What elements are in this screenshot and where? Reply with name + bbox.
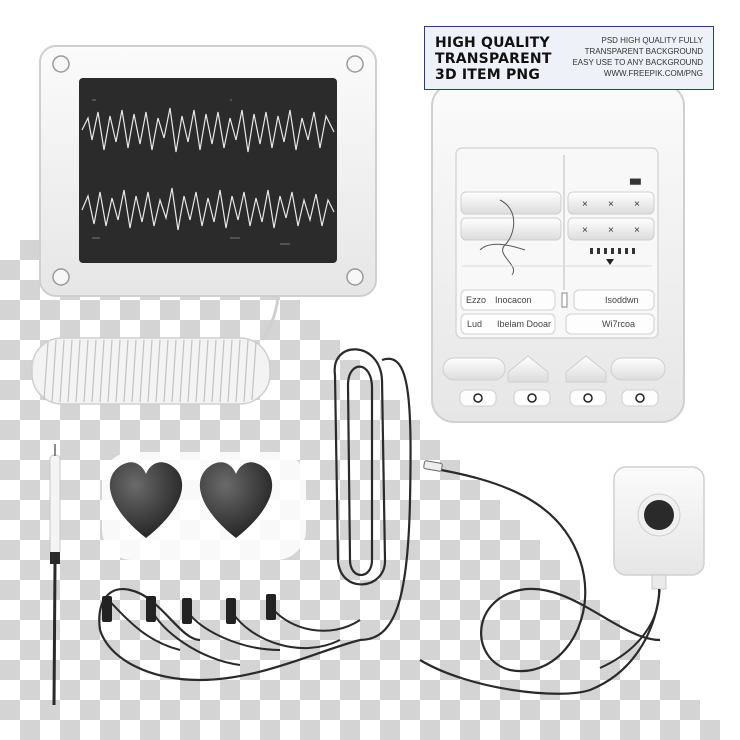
- heart-icon: [199, 462, 273, 538]
- probe-stylus: [49, 444, 61, 706]
- monitor-screen: [79, 78, 337, 263]
- screw-icon: [346, 268, 364, 286]
- waveform-top: [81, 107, 335, 153]
- waveform-bottom: [81, 187, 335, 231]
- svg-text:×: ×: [634, 225, 640, 236]
- svg-text:▆▆: ▆▆: [629, 178, 641, 185]
- panel-left-label-1: Ezzo: [466, 295, 487, 305]
- svg-text:×: ×: [608, 225, 614, 236]
- panel-right-value-2: Wi7rcoa: [602, 319, 636, 329]
- panel-left-label-2: Lud: [467, 319, 483, 329]
- electrode-leads: [102, 594, 361, 666]
- heart-icon: [109, 462, 183, 538]
- banner-details: PSD HIGH QUALITY FULLY TRANSPARENT BACKG…: [553, 35, 703, 79]
- panel-left-value-2: Ibelam Dooar: [497, 319, 552, 329]
- svg-text:×: ×: [634, 199, 640, 210]
- screw-icon: [346, 55, 364, 73]
- watermark-banner: HIGH QUALITY TRANSPARENT 3D ITEM PNG PSD…: [424, 26, 714, 90]
- banner-line-1: PSD HIGH QUALITY FULLY: [601, 36, 703, 45]
- svg-text:×: ×: [608, 199, 614, 210]
- ecg-monitor: [39, 45, 377, 297]
- banner-line-3: EASY USE TO ANY BACKGROUND: [572, 58, 703, 67]
- svg-text:×: ×: [582, 225, 588, 236]
- pulse-sensor: [599, 466, 705, 669]
- coiled-cable: [31, 297, 280, 405]
- handheld-device: × × × × × × ▆▆: [431, 43, 685, 423]
- banner-line-2: TRANSPARENT BACKGROUND: [584, 47, 703, 56]
- heart-electrodes: [102, 452, 306, 560]
- cable-plug: [423, 460, 443, 472]
- svg-text:×: ×: [582, 199, 588, 210]
- panel-right-value-1: Isoddwn: [605, 295, 639, 305]
- banner-title: HIGH QUALITY TRANSPARENT 3D ITEM PNG: [435, 35, 552, 83]
- banner-line-4: WWW.FREEPIK.COM/PNG: [603, 69, 703, 78]
- screw-icon: [52, 268, 70, 286]
- screw-icon: [52, 55, 70, 73]
- panel-left-value-1: Inocacon: [495, 295, 532, 305]
